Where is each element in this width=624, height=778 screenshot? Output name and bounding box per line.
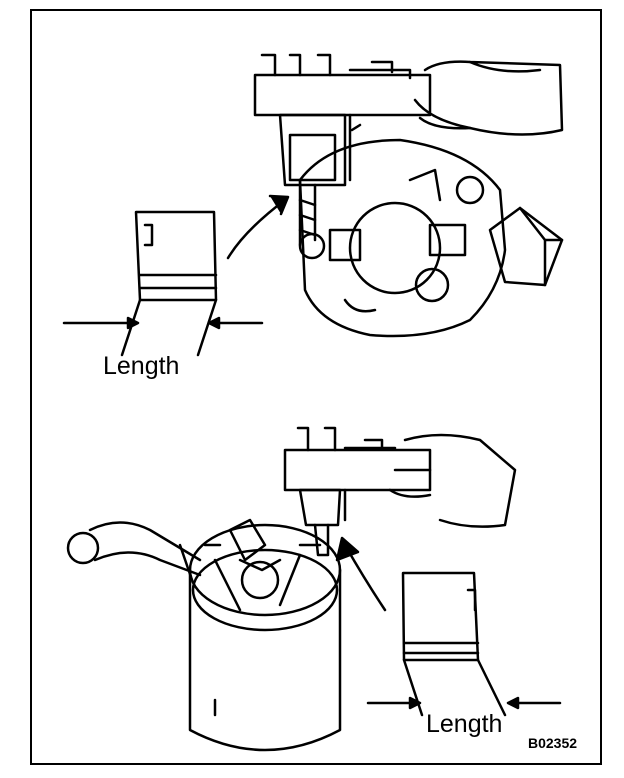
top-brush-on-holder [488,206,564,287]
bottom-vernier-caliper [283,426,432,557]
top-transfer-arrowhead [268,194,290,216]
bottom-lead-wire [66,521,202,582]
bottom-transfer-arrowhead [335,536,360,562]
top-vernier-caliper [253,53,432,247]
top-transfer-arrow [226,198,287,260]
top-brush-holder [298,138,507,338]
bottom-hand [388,433,517,528]
figure-frame [30,9,602,765]
length-label-top: Length [103,352,180,380]
bottom-length-callout [366,658,562,717]
length-label-bottom: Length [426,710,503,738]
top-length-callout [62,298,264,357]
figure-code: B02352 [528,735,578,751]
top-brush-detail [134,210,218,302]
bottom-brush-detail [401,571,480,662]
top-hand [413,60,564,136]
bottom-motor-housing [188,523,342,752]
